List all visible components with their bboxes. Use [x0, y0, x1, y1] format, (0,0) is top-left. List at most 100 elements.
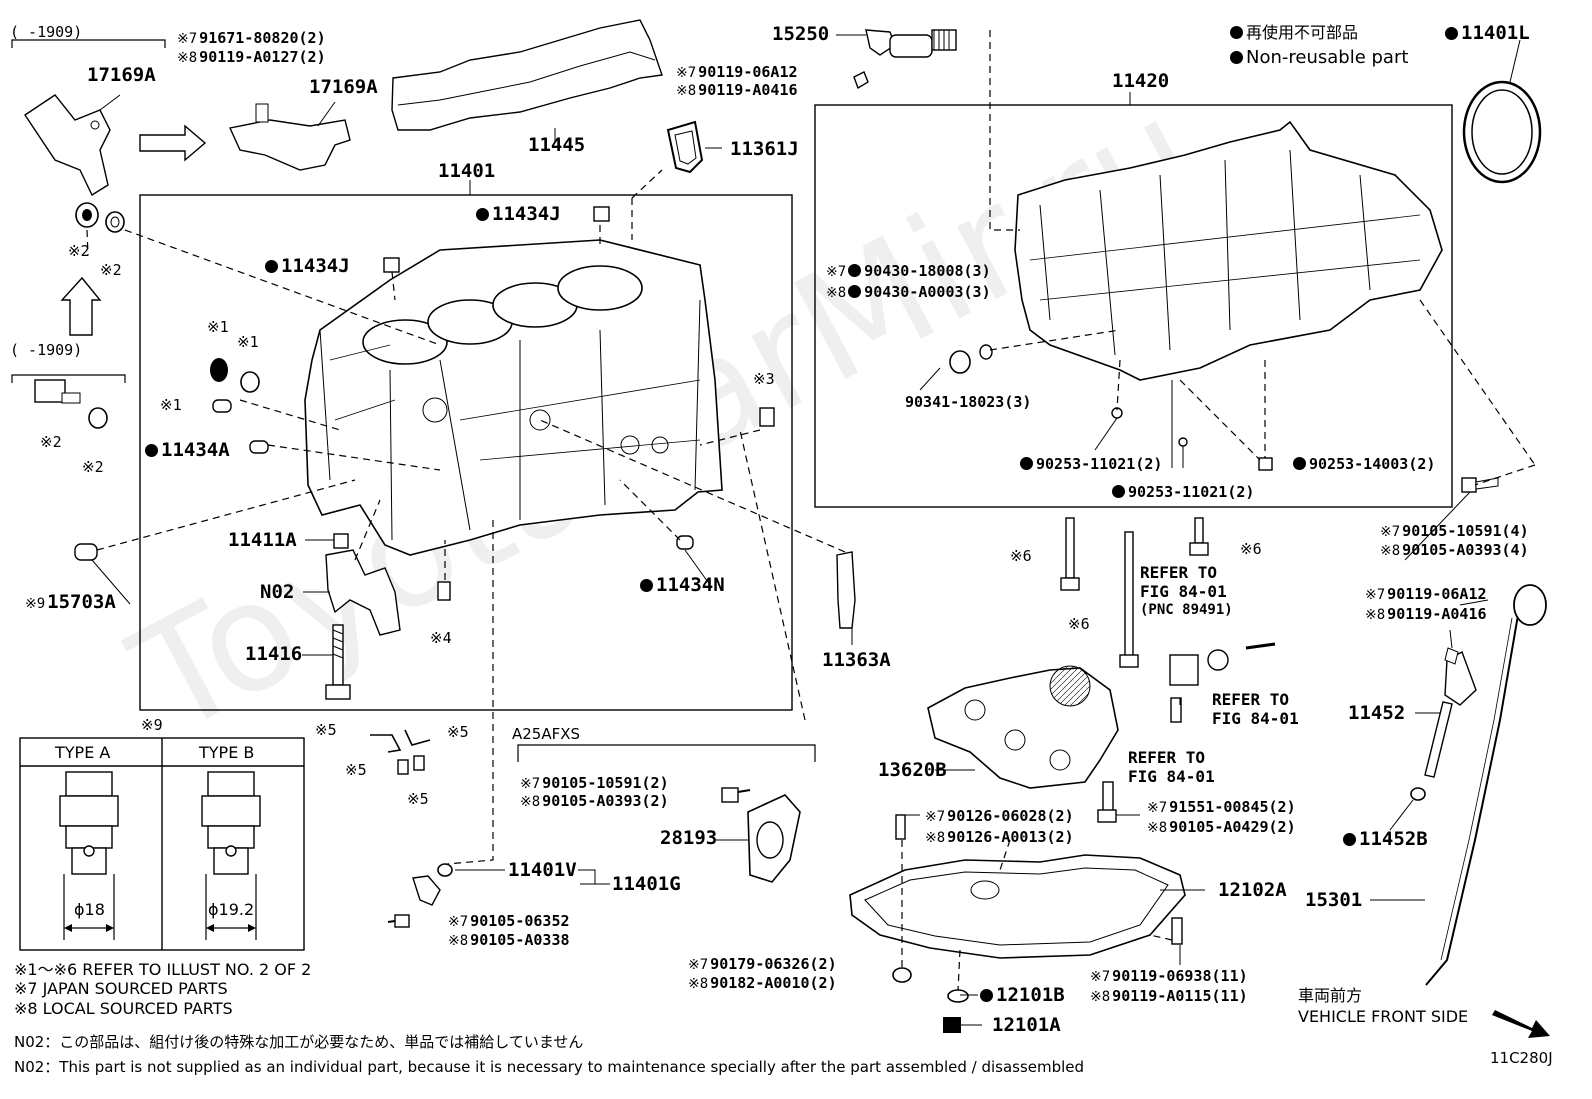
mark-5: ※5 — [447, 723, 469, 741]
part-label-12102a[interactable]: 12102A — [1218, 879, 1287, 901]
mark-6: ※6 — [1240, 540, 1262, 558]
mark-5: ※5 — [315, 721, 337, 739]
mark-5: ※5 — [407, 790, 429, 808]
mark-5: ※5 — [345, 761, 367, 779]
refer-to-fig-1[interactable]: REFER TO FIG 84-01 (PNC 89491) — [1140, 563, 1233, 618]
part-label-11452[interactable]: 11452 — [1348, 702, 1406, 724]
legend-jp: 再使用不可部品 — [1230, 25, 1358, 41]
mark-2: ※2 — [100, 261, 122, 279]
footnote-n02-jp: N02：この部品は、組付け後の特殊な加工が必要なため、単品では補給していません — [14, 1033, 584, 1051]
vehicle-front-jp: 車両前方 — [1298, 986, 1363, 1005]
part-label-11452b[interactable]: 11452B — [1343, 830, 1428, 849]
part-label-11420[interactable]: 11420 — [1112, 70, 1170, 92]
non-reusable-dot-icon — [1293, 457, 1306, 470]
part-label-n02[interactable]: N02 — [260, 581, 295, 603]
part-label-12101b[interactable]: 12101B — [980, 986, 1065, 1005]
type-a-diameter: ϕ18 — [74, 900, 105, 919]
non-reusable-dot-icon — [1343, 833, 1356, 846]
date-range-mid: ( -1909) — [10, 341, 83, 359]
footnote-japan-sourced: ※7 JAPAN SOURCED PARTS — [14, 979, 228, 998]
code-90253-11021[interactable]: 90253-11021(2) — [1020, 457, 1162, 472]
type-a-header: TYPE A — [55, 743, 111, 762]
part-label-11411a[interactable]: 11411A — [228, 529, 297, 551]
part-label-11416[interactable]: 11416 — [245, 643, 303, 665]
mark-1: ※1 — [237, 333, 259, 351]
mark-4: ※4 — [430, 629, 452, 647]
part-label-11401g[interactable]: 11401G — [612, 873, 681, 895]
non-reusable-dot-icon — [265, 260, 278, 273]
non-reusable-dot-icon — [980, 989, 993, 1002]
mark-6: ※6 — [1010, 547, 1032, 565]
part-label-11445[interactable]: 11445 — [528, 134, 586, 156]
figure-id: 11C280J — [1490, 1049, 1553, 1067]
engine-variant-label: A25AFXS — [512, 725, 581, 743]
oil-pan-upper-box — [814, 104, 1453, 508]
mark-2: ※2 — [82, 458, 104, 476]
mark-3: ※3 — [753, 370, 775, 388]
part-label-15301[interactable]: 15301 — [1305, 889, 1363, 911]
block-box — [139, 194, 793, 711]
part-label-15250[interactable]: 15250 — [772, 23, 830, 45]
non-reusable-dot-icon — [145, 444, 158, 457]
non-reusable-dot-icon — [1230, 26, 1243, 39]
part-label-11401v[interactable]: 11401V — [508, 859, 577, 881]
part-label-13620b[interactable]: 13620B — [878, 759, 947, 781]
code-90341-18023[interactable]: 90341-18023(3) — [905, 393, 1032, 411]
mark-9: ※9 — [141, 716, 163, 734]
part-label-11434j[interactable]: 11434J — [476, 205, 561, 224]
part-label-11361j[interactable]: 11361J — [730, 138, 799, 160]
mark-6: ※6 — [1068, 615, 1090, 633]
non-reusable-dot-icon — [848, 264, 862, 277]
part-label-12101a[interactable]: 12101A — [992, 1014, 1061, 1036]
mark-2: ※2 — [68, 242, 90, 260]
part-label-11401l[interactable]: 11401L — [1445, 24, 1530, 43]
non-reusable-dot-icon — [640, 579, 653, 592]
footnote-refer-illust: ※1～※6 REFER TO ILLUST NO. 2 OF 2 — [14, 960, 312, 979]
footnote-n02-en: N02：This part is not supplied as an indi… — [14, 1058, 1085, 1076]
mark-1: ※1 — [160, 396, 182, 414]
part-label-11434a[interactable]: 11434A — [145, 441, 230, 460]
refer-to-fig-3[interactable]: REFER TO FIG 84-01 — [1128, 748, 1215, 786]
legend-en: Non-reusable part — [1230, 49, 1408, 67]
part-label-11401[interactable]: 11401 — [438, 160, 496, 182]
vehicle-front-en: VEHICLE FRONT SIDE — [1298, 1007, 1469, 1026]
non-reusable-dot-icon — [476, 208, 489, 221]
part-label-17169a[interactable]: 17169A — [309, 76, 378, 98]
code-90253-14003[interactable]: 90253-14003(2) — [1293, 457, 1435, 472]
part-label-11434j[interactable]: 11434J — [265, 257, 350, 276]
part-label-11434n[interactable]: 11434N — [640, 576, 725, 595]
cylinder-block-shape — [304, 239, 723, 556]
non-reusable-dot-icon — [1445, 27, 1458, 40]
refer-to-fig-2[interactable]: REFER TO FIG 84-01 — [1212, 690, 1299, 728]
part-label-11363a[interactable]: 11363A — [822, 649, 891, 671]
part-label-17169a[interactable]: 17169A — [87, 64, 156, 86]
code-90253-11021[interactable]: 90253-11021(2) — [1112, 485, 1254, 500]
part-label-28193[interactable]: 28193 — [660, 827, 718, 849]
type-b-diameter: ϕ19.2 — [208, 900, 255, 919]
